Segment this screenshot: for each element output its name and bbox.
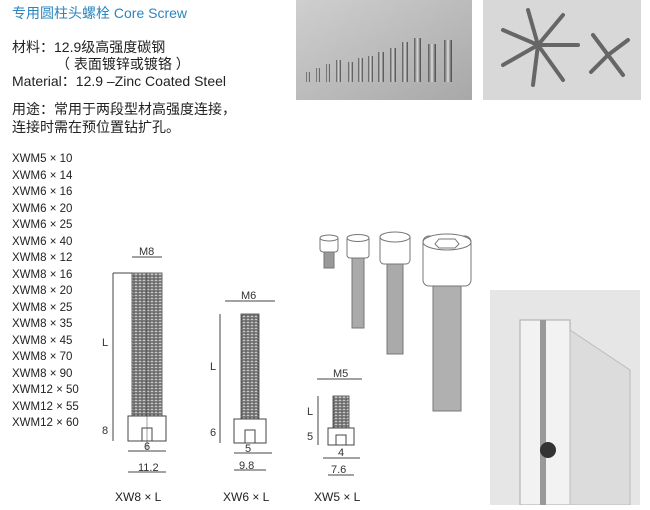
- model-item: XWM8 × 70: [12, 351, 73, 363]
- xw5-thread: M5: [333, 368, 348, 380]
- usage-line-2: 连接时需在预位置钻扩孔。: [12, 119, 180, 135]
- model-item: XWM8 × 12: [12, 252, 73, 264]
- model-item: XWM12 × 55: [12, 400, 79, 413]
- xw5-label: XW5 × L: [314, 490, 361, 504]
- material-cn-coating: （ 表面镀锌或镀铬 ）: [56, 56, 190, 72]
- xw8-head-height: 8: [102, 425, 108, 437]
- model-item: XWM8 × 16: [12, 268, 73, 281]
- model-item: XWM6 × 16: [12, 186, 73, 198]
- xw8-head-dia: 11.2: [138, 462, 159, 474]
- screw-illustrations: [319, 231, 472, 412]
- xw8-length: L: [102, 337, 108, 349]
- model-item: XWM6 × 40: [12, 235, 73, 248]
- model-item: XWM8 × 35: [12, 318, 73, 330]
- model-item: XWM12 × 60: [12, 417, 79, 429]
- xw5-length: L: [307, 406, 313, 418]
- model-item: XWM6 × 20: [12, 202, 73, 215]
- material-en: Material：12.9 –Zinc Coated Steel: [12, 73, 226, 89]
- material-cn: 材料：12.9级高强度碳钢: [12, 39, 166, 55]
- xw8-label: XW8 × L: [115, 490, 162, 504]
- photo-profile-joint: [490, 290, 640, 505]
- photo-screw-row: [296, 0, 472, 100]
- xw6-head-dia: 9.8: [239, 460, 254, 472]
- model-item: XWM8 × 45: [12, 334, 73, 347]
- xw5-head-height: 5: [307, 431, 313, 443]
- model-item: XWM6 × 14: [12, 169, 73, 182]
- model-item: XWM6 × 25: [12, 219, 73, 231]
- xw8-hex: 6: [144, 441, 150, 453]
- xw6-length: L: [210, 361, 216, 373]
- model-item: XWM8 × 90: [12, 367, 73, 380]
- xw6-label: XW6 × L: [223, 490, 270, 504]
- usage-line-1: 用途：常用于两段型材高强度连接，: [12, 101, 236, 117]
- xw5-hex: 4: [338, 447, 344, 459]
- xw6-thread: M6: [241, 290, 256, 302]
- model-item: XWM12 × 50: [12, 384, 79, 396]
- technical-drawings: M8 L 8 6 11.2 M6 L 6 5 9.8 M5 L 5 4 7.6: [102, 246, 362, 476]
- xw5-head-dia: 7.6: [331, 464, 346, 476]
- page-title: 专用圆柱头螺栓 Core Screw: [12, 5, 188, 21]
- xw8-thread: M8: [139, 246, 154, 258]
- photo-screw-star: [483, 0, 641, 100]
- xw6-hex: 5: [245, 443, 251, 455]
- model-item: XWM8 × 20: [12, 285, 73, 297]
- xw6-head-height: 6: [210, 427, 216, 439]
- model-item: XWM8 × 25: [12, 301, 73, 314]
- model-list: XWM5 × 10 XWM6 × 14 XWM6 × 16 XWM6 × 20 …: [12, 151, 79, 432]
- model-item: XWM5 × 10: [12, 153, 73, 165]
